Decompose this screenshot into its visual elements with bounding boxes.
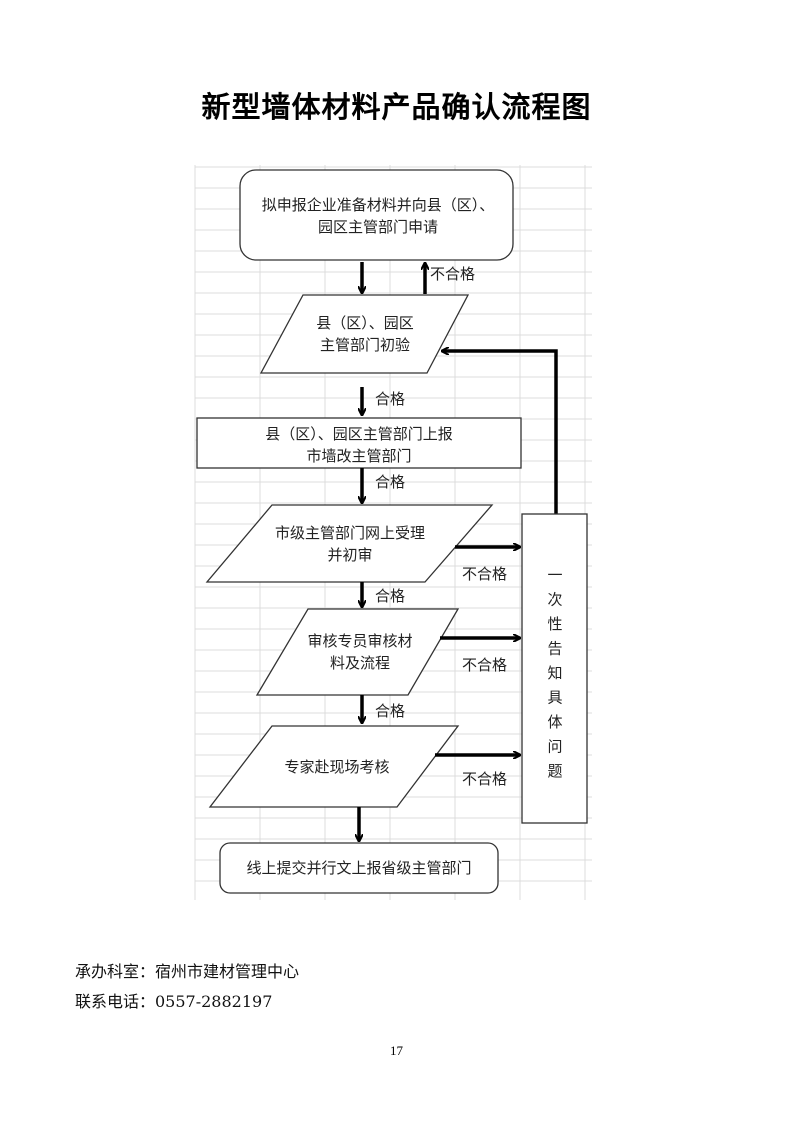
notice-char: 性	[547, 615, 562, 633]
step5-site-inspection	[208, 725, 460, 808]
step1-text-1: 县（区）、园区	[316, 314, 414, 332]
pass-label: 合格	[375, 587, 405, 605]
notice-char: 知	[547, 664, 562, 682]
start-box	[239, 169, 514, 261]
notice-char: 问	[547, 738, 562, 756]
svg-text:县（区）、园区主管部门上报市墙改主管部门: 县（区）、园区主管部门上报市墙改主管部门	[265, 425, 453, 465]
step1-text-2: 主管部门初验	[320, 336, 410, 354]
svg-text:拟申报企业准备材料并向县（区）、园区主管部门申请: 拟申报企业准备材料并向县（区）、园区主管部门申请	[262, 196, 495, 236]
notice-char: 题	[547, 762, 562, 780]
pass-label: 合格	[375, 473, 405, 491]
step3-text-1: 市级主管部门网上受理	[275, 524, 425, 542]
step2-text-2: 市墙改主管部门	[306, 447, 411, 465]
notice-char: 体	[547, 713, 562, 731]
step4-text-1: 审核专员审核材	[307, 632, 412, 650]
notice-char: 告	[547, 640, 562, 658]
svg-text:审核专员审核材料及流程: 审核专员审核材料及流程	[307, 632, 412, 672]
svg-text:线上提交并行文上报省级主管部门: 线上提交并行文上报省级主管部门	[246, 859, 471, 877]
phone-line: 联系电话：0557-2882197	[75, 992, 273, 1011]
step2-report	[196, 417, 522, 469]
svg-text:市级主管部门网上受理并初审: 市级主管部门网上受理并初审	[275, 524, 425, 564]
svg-text:专家赴现场考核: 专家赴现场考核	[284, 758, 389, 776]
step4-text-2: 料及流程	[330, 654, 390, 672]
step1-initial-check	[259, 294, 470, 374]
notice-char: 具	[547, 689, 562, 707]
notice-box	[521, 513, 588, 824]
start-text-2: 园区主管部门申请	[318, 218, 438, 236]
step3-text-2: 并初审	[327, 546, 372, 564]
pass-label: 合格	[375, 702, 405, 720]
step3-online-acceptance	[205, 504, 494, 583]
start-text-1: 拟申报企业准备材料并向县（区）、	[262, 196, 495, 214]
end-text: 线上提交并行文上报省级主管部门	[246, 859, 471, 877]
step2-text-1: 县（区）、园区主管部门上报	[265, 425, 453, 443]
end-box	[219, 842, 499, 894]
page-number: 17	[390, 1043, 403, 1058]
step5-text-1: 专家赴现场考核	[284, 758, 389, 776]
notice-char: 次	[547, 591, 562, 609]
page-title: 新型墙体材料产品确认流程图	[201, 90, 592, 124]
notice-char: 一	[547, 566, 562, 584]
step4-material-review	[255, 608, 460, 696]
arrow-loop-back	[443, 351, 558, 514]
fail-label: 不合格	[462, 565, 507, 583]
office-line: 承办科室：宿州市建材管理中心	[75, 962, 300, 981]
fail-label: 不合格	[462, 770, 507, 788]
svg-text:县（区）、园区主管部门初验: 县（区）、园区主管部门初验	[316, 314, 414, 354]
fail-label: 不合格	[462, 656, 507, 674]
pass-label: 合格	[375, 390, 405, 408]
fail-label: 不合格	[430, 265, 475, 283]
